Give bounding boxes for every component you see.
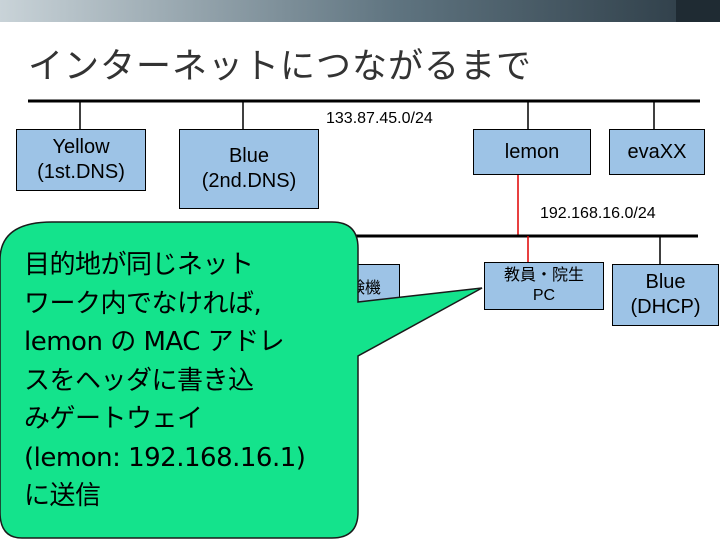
top-decorative-bar bbox=[0, 0, 720, 22]
host-blue-dhcp-label: Blue (DHCP) bbox=[630, 271, 701, 318]
host-lemon: lemon bbox=[473, 129, 591, 175]
host-staff-pc: 教員・院生 PC bbox=[484, 262, 604, 310]
host-evaxx: evaXX bbox=[609, 129, 705, 175]
host-yellow-label: Yellow (1st.DNS) bbox=[37, 136, 125, 183]
host-blue-dns: Blue (2nd.DNS) bbox=[179, 129, 319, 209]
host-staff-pc-label: 教員・院生 PC bbox=[503, 267, 584, 304]
inner-network-label: 192.168.16.0/24 bbox=[540, 205, 656, 222]
outer-network-label: 133.87.45.0/24 bbox=[326, 110, 433, 127]
host-yellow-dns: Yellow (1st.DNS) bbox=[16, 129, 146, 191]
callout-text: 目的地が同じネット ワーク内でなければ, lemon の MAC アドレ スをヘ… bbox=[24, 250, 306, 511]
host-blue-dns-label: Blue (2nd.DNS) bbox=[201, 145, 297, 192]
host-evaxx-label: evaXX bbox=[627, 140, 687, 163]
host-blue-dhcp: Blue (DHCP) bbox=[612, 264, 719, 326]
host-lemon-label: lemon bbox=[504, 140, 560, 163]
slide-title: インターネットにつながるまで bbox=[28, 47, 533, 87]
